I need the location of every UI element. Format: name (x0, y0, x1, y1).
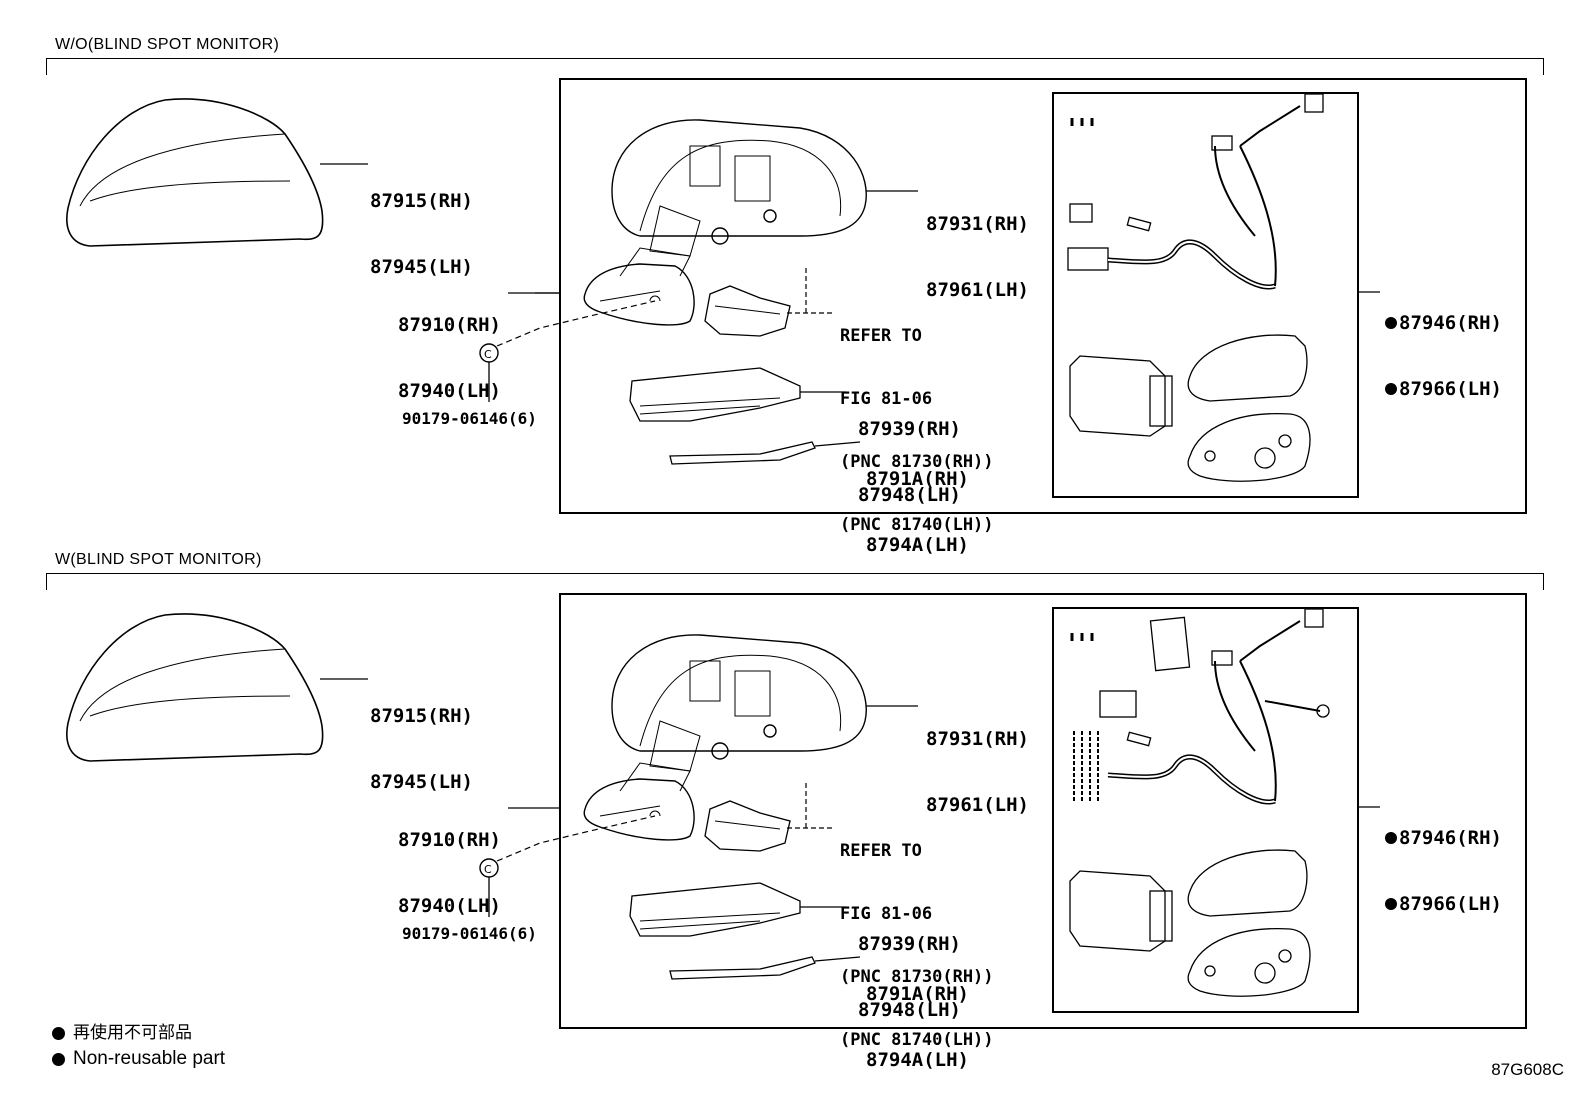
lens-lh: 8794A(LH) (866, 1049, 969, 1071)
cover-rh: 87915(RH) (370, 705, 473, 727)
visor-lh: 87961(LH) (926, 794, 1029, 816)
lens-rh: 8791A(RH) (866, 983, 969, 1005)
non-reusable-dot-icon (1385, 317, 1397, 329)
refer-line-4: (PNC 81740(LH)) (840, 1030, 994, 1050)
mirror-bracket-icon (704, 285, 791, 337)
legend: 再使用不可部品 Non-reusable part (52, 1020, 225, 1072)
cover-rh: 87915(RH) (370, 190, 473, 212)
exploded-view-drawing: C (66, 93, 1380, 482)
non-reusable-dot-icon (1385, 832, 1397, 844)
mirror-glass-icon (583, 762, 695, 841)
kit-rh: 87946(RH) (1385, 312, 1502, 334)
kit-lh: 87966(LH) (1385, 378, 1502, 400)
visor-rh: 87931(RH) (926, 213, 1029, 235)
section-title: W(BLIND SPOT MONITOR) (55, 551, 262, 568)
svg-text:C: C (484, 348, 492, 361)
cover-part-number: 87915(RH) 87945(LH) (370, 146, 473, 322)
non-reusable-dot-icon (52, 1052, 65, 1066)
refer-line-4: (PNC 81740(LH)) (840, 515, 994, 535)
lens-rh: 8791A(RH) (866, 468, 969, 490)
refer-line-2: FIG 81-06 (840, 904, 933, 924)
visor-lh: 87961(LH) (926, 279, 1029, 301)
non-reusable-dot-icon (1385, 383, 1397, 395)
turn-lamp-icon (629, 882, 801, 937)
lens-part-number: 8791A(RH) 8794A(LH) (866, 939, 969, 1115)
lamp-lens-icon (669, 956, 816, 980)
non-reusable-dot-icon (52, 1026, 65, 1040)
harness-kit-box (1052, 607, 1359, 1013)
section-bracket (46, 58, 1544, 75)
cover-lh: 87945(LH) (370, 771, 473, 793)
refer-line-3: (PNC 81730(RH)) (840, 967, 994, 987)
outer-mirror-lh: 87940(LH) (398, 895, 501, 917)
lens-part-number: 8791A(RH) 8794A(LH) (866, 424, 969, 600)
harness-kit-box (1052, 92, 1359, 498)
refer-note: REFER TO FIG 81-06 (PNC 81730(RH)) (PNC … (840, 799, 994, 1093)
mirror-cover-icon (66, 98, 324, 247)
turn-lamp-icon (629, 367, 801, 422)
refer-note: REFER TO FIG 81-06 (PNC 81730(RH)) (PNC … (840, 284, 994, 578)
legend-row-en: Non-reusable part (52, 1046, 225, 1072)
mirror-assembly-box (559, 593, 1527, 1029)
svg-text:C: C (484, 863, 492, 876)
lamp-lens-icon (669, 441, 816, 465)
legend-row-jp: 再使用不可部品 (52, 1020, 225, 1046)
mirror-bracket-icon (704, 800, 791, 852)
refer-line-3: (PNC 81730(RH)) (840, 452, 994, 472)
non-reusable-dot-icon (1385, 898, 1397, 910)
mirror-assembly-box (559, 78, 1527, 514)
mirror-housing-icon (611, 119, 867, 257)
section-with-bsm: W(BLIND SPOT MONITOR) C (0, 551, 1592, 1071)
exploded-view-drawing: C (66, 608, 1380, 997)
lamp-part-number: 87939(RH) 87948(LH) (858, 374, 961, 550)
lamp-rh: 87939(RH) (858, 418, 961, 440)
cover-part-number: 87915(RH) 87945(LH) (370, 661, 473, 837)
kit-lh: 87966(LH) (1385, 893, 1502, 915)
visor-part-number: 87931(RH) 87961(LH) (926, 684, 1029, 860)
harness-kit-icon (1069, 608, 1330, 997)
section-without-bsm: W/O(BLIND SPOT MONITOR) (0, 36, 1592, 556)
refer-line-2: FIG 81-06 (840, 389, 933, 409)
lamp-rh: 87939(RH) (858, 933, 961, 955)
refer-line-1: REFER TO (840, 326, 922, 346)
cover-lh: 87945(LH) (370, 256, 473, 278)
outer-mirror-rh: 87910(RH) (398, 314, 501, 336)
kit-rh: 87946(RH) (1385, 827, 1502, 849)
legend-jp-text: 再使用不可部品 (73, 1023, 192, 1043)
outer-mirror-part-number: 87910(RH) 87940(LH) (398, 270, 501, 446)
outer-mirror-part-number: 87910(RH) 87940(LH) (398, 785, 501, 961)
lamp-lh: 87948(LH) (858, 484, 961, 506)
outer-mirror-rh: 87910(RH) (398, 829, 501, 851)
visor-rh: 87931(RH) (926, 728, 1029, 750)
lens-lh: 8794A(LH) (866, 534, 969, 556)
outer-mirror-lh: 87940(LH) (398, 380, 501, 402)
mirror-glass-icon (583, 247, 695, 326)
section-bracket (46, 573, 1544, 590)
kit-part-number: 87946(RH) 87966(LH) (1385, 268, 1502, 444)
kit-part-number: 87946(RH) 87966(LH) (1385, 783, 1502, 959)
figure-code: 87G608C (1491, 1060, 1564, 1079)
lamp-lh: 87948(LH) (858, 999, 961, 1021)
legend-en-text: Non-reusable part (73, 1048, 226, 1069)
refer-line-1: REFER TO (840, 841, 922, 861)
visor-part-number: 87931(RH) 87961(LH) (926, 169, 1029, 345)
section-title: W/O(BLIND SPOT MONITOR) (55, 36, 280, 53)
screw-part-number: 90179-06146(6) (402, 409, 537, 428)
mirror-cover-icon (66, 613, 324, 762)
harness-kit-icon (1067, 93, 1324, 482)
screw-part-number: 90179-06146(6) (402, 924, 537, 943)
lamp-part-number: 87939(RH) 87948(LH) (858, 889, 961, 1065)
